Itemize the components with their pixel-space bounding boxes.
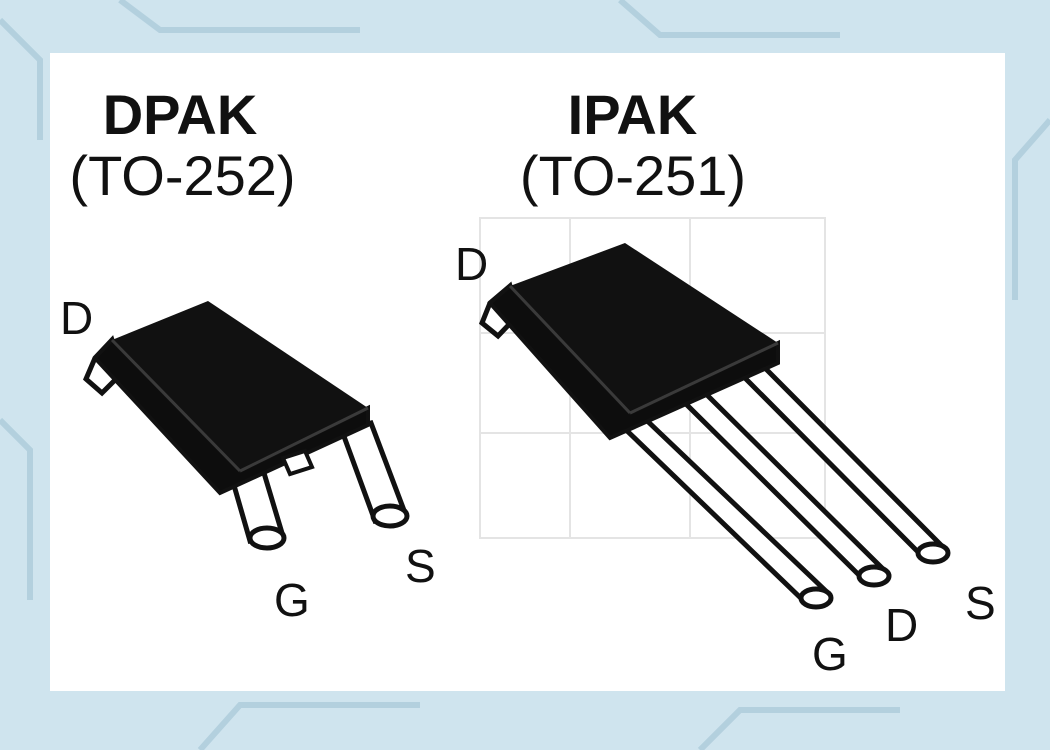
ipak-subtitle: (TO-251) <box>519 144 747 207</box>
dpak-package-drawing <box>82 301 410 551</box>
dpak-pin-label-drain: D <box>60 292 94 344</box>
ipak-body-top <box>510 243 778 413</box>
dpak-subtitle: (TO-252) <box>69 144 296 207</box>
ipak-title: IPAK <box>567 83 698 146</box>
dpak-lead-source <box>338 419 410 529</box>
dpak-title: DPAK <box>102 83 258 146</box>
package-drawings <box>82 217 951 610</box>
dpak-pin-label-gate: G <box>274 574 310 626</box>
dpak-center-stub <box>280 448 315 477</box>
ipak-pin-label-tab-drain: D <box>455 238 489 290</box>
dpak-pin-label-source: S <box>405 540 436 592</box>
ipak-pin-label-drain: D <box>885 599 919 651</box>
ipak-pin-label-gate: G <box>812 628 848 680</box>
package-illustration-panel: DPAK (TO-252) IPAK (TO-251) D G S D G D … <box>50 53 1005 691</box>
ipak-package-drawing <box>478 243 951 610</box>
dpak-body-top <box>112 301 368 471</box>
ipak-pin-label-source: S <box>965 577 996 629</box>
